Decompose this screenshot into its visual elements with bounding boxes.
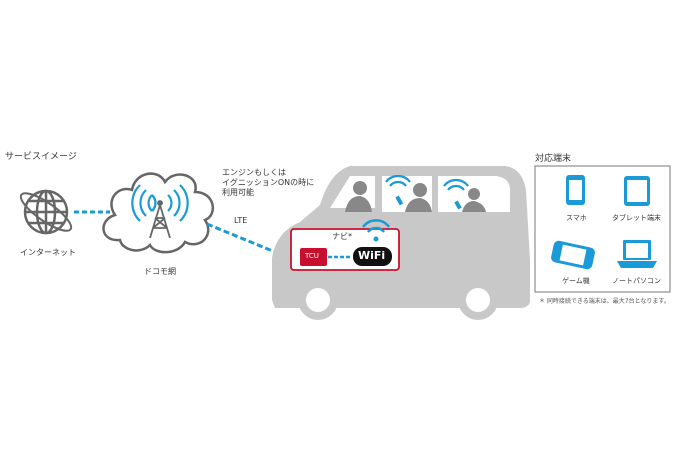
game-console-icon [551,240,595,270]
device-label-game: ゲーム機 [562,277,590,285]
tcu-badge-bg [300,248,327,266]
network-label: ドコモ網 [144,267,176,276]
section-title: サービスイメージ [5,152,77,162]
wifi-label: WiFi [358,249,386,262]
note-line: 利用可能 [222,188,254,197]
laptop-icon [617,240,657,268]
antenna-tower-icon [149,200,171,239]
signal-waves-icon [131,184,189,222]
device-label-tablet: タブレット端末 [612,214,661,222]
tcu-label: TCU [305,252,319,260]
devices-title: 対応端末 [535,154,572,164]
device-label-smartphone: スマホ [566,214,587,222]
globe-icon [19,189,73,235]
device-label-laptop: ノートパソコン [612,277,661,285]
passenger-silhouettes [345,181,486,212]
note-line: エンジンもしくは [222,168,286,177]
devices-footnote: ＊ 同時接続できる端末は、最大7台となります。 [539,298,670,305]
note-line: イグニッションONの時に [222,178,315,187]
internet-label: インターネット [20,248,76,257]
availability-note: エンジンもしくは イグニッションONの時に 利用可能 [222,168,314,198]
wifi-badge-bg [353,247,392,266]
wifi-signal-icon [361,219,391,242]
passenger-wifi-icons [385,174,469,191]
lte-label: LTE [234,216,248,225]
car-illustration [272,166,530,320]
navi-label: ナビ* [332,232,352,241]
